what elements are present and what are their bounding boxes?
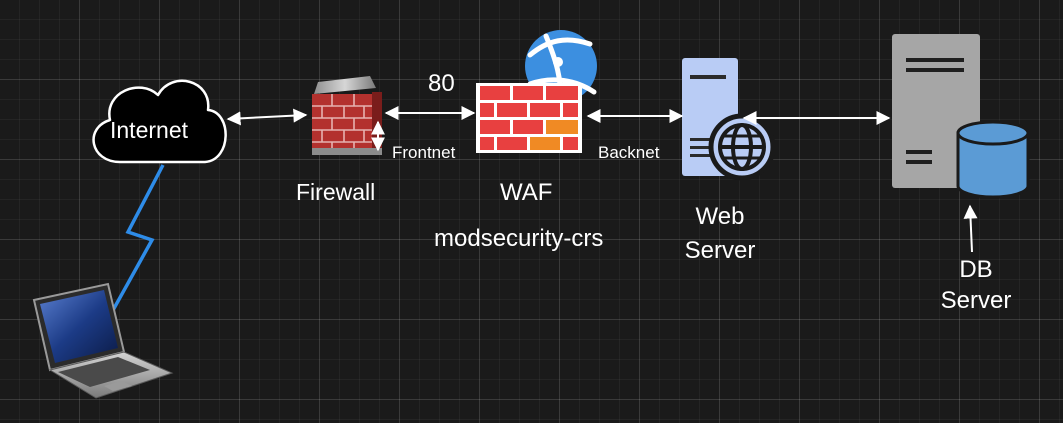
port-label: 80	[428, 70, 455, 97]
db-server-icon	[892, 34, 1030, 199]
internet-firewall-arrow	[226, 108, 308, 126]
internet-label: Internet	[110, 117, 188, 143]
laptop-icon	[32, 282, 174, 399]
backnet-label: Backnet	[598, 143, 660, 162]
web-server-label-line1: Web	[695, 203, 745, 230]
db-label-arrow	[963, 204, 978, 253]
db-server-label-line2: Server	[940, 287, 1012, 314]
firewall-icon	[312, 76, 382, 155]
web-server-label-line2: Server	[684, 237, 756, 264]
internet-cloud-icon	[92, 79, 227, 164]
waf-brick-wall-icon	[476, 83, 582, 153]
lightning-bolt-icon	[110, 164, 165, 313]
waf-sublabel: modsecurity-crs	[434, 225, 604, 252]
firewall-label: Firewall	[296, 179, 376, 205]
web-server-icon	[682, 58, 776, 181]
frontnet-label: Frontnet	[392, 143, 456, 162]
db-server-label-line1: DB	[959, 256, 993, 283]
waf-label: WAF	[500, 179, 553, 206]
